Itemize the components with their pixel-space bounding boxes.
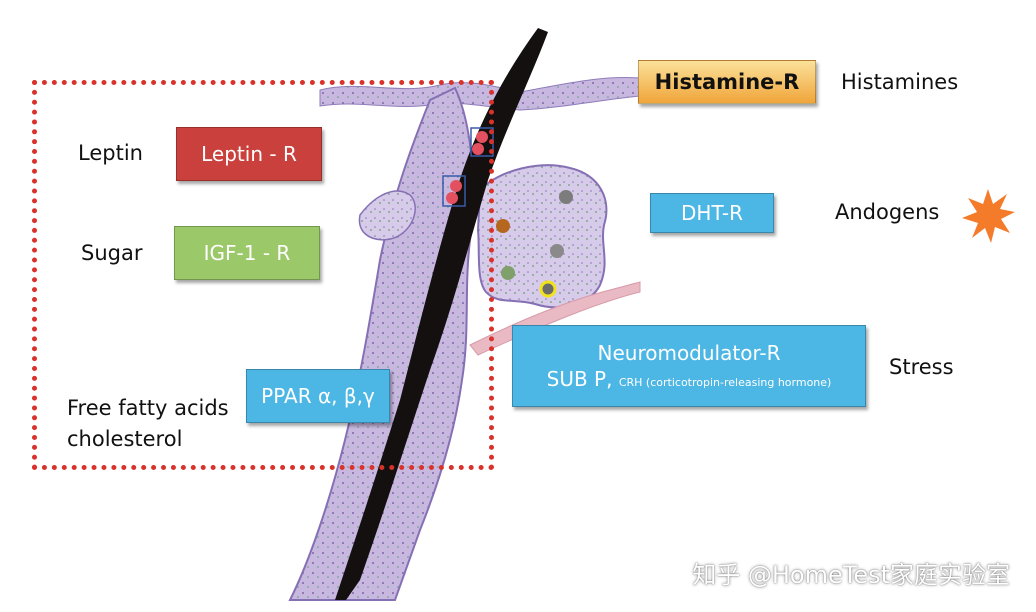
androgens-label: Andogens	[835, 200, 940, 224]
histamines-label: Histamines	[841, 70, 959, 94]
stress-label: Stress	[889, 355, 954, 379]
neuromodulator-sub-small: CRH (corticotropin-releasing hormone)	[618, 376, 832, 389]
sugar-label: Sugar	[81, 241, 143, 265]
star-burst-icon	[962, 189, 1015, 243]
igf-receptor-box: IGF-1 - R	[174, 226, 320, 280]
leptin-receptor-box: Leptin - R	[176, 127, 322, 181]
neuromodulator-sub-main: SUB P,	[546, 367, 613, 391]
dht-receptor-box: DHT-R	[650, 193, 774, 233]
leptin-label: Leptin	[78, 141, 143, 165]
neuromodulator-title: Neuromodulator-R	[597, 341, 781, 365]
watermark: 知乎 @HomeTest家庭实验室	[692, 561, 1010, 589]
cholesterol-label-text: cholesterol	[67, 427, 183, 451]
ppar-receptor-box: PPAR α, β,γ	[246, 369, 390, 423]
fatty-acids-label: Free fatty acids	[67, 396, 229, 420]
neuromodulator-receptor-box: Neuromodulator-R SUB P, CRH (corticotrop…	[512, 325, 866, 407]
dotted-frame	[32, 80, 494, 470]
histamine-receptor-box: Histamine-R	[638, 60, 816, 104]
neuromodulator-subtitle: SUB P, CRH (corticotropin-releasing horm…	[547, 366, 832, 392]
